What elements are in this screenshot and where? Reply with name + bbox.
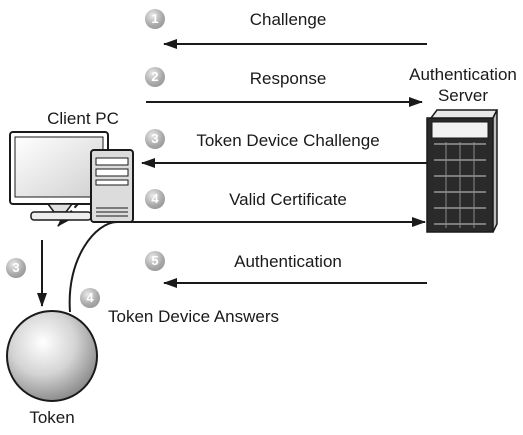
token-label: Token [29, 408, 75, 427]
monitor-icon [9, 131, 109, 221]
token-device-answers-label: Token Device Answers [108, 307, 280, 326]
token-icon [6, 310, 98, 402]
step-label-challenge: Challenge [249, 10, 327, 29]
step-badge-2: 2 [145, 67, 165, 87]
step-badge-3: 3 [145, 129, 165, 149]
client-pc-label: Client PC [47, 109, 119, 128]
pc-tower-icon [90, 149, 134, 223]
step-badge-5: 5 [145, 251, 165, 271]
step-label-authentication: Authentication [234, 252, 342, 271]
step-label-token-device-challenge: Token Device Challenge [196, 131, 380, 150]
step-badge-4: 4 [145, 189, 165, 209]
arrow-token-device-answers [68, 221, 118, 313]
server-icon [426, 109, 499, 233]
side-step-badge-4: 4 [80, 288, 100, 308]
step-label-valid-certificate: Valid Certificate [229, 190, 347, 209]
side-step-badge-3: 3 [6, 258, 26, 278]
authentication-server-label: Authentication Server [409, 65, 517, 105]
step-label-response: Response [249, 69, 327, 88]
step-badge-1: 1 [145, 9, 165, 29]
